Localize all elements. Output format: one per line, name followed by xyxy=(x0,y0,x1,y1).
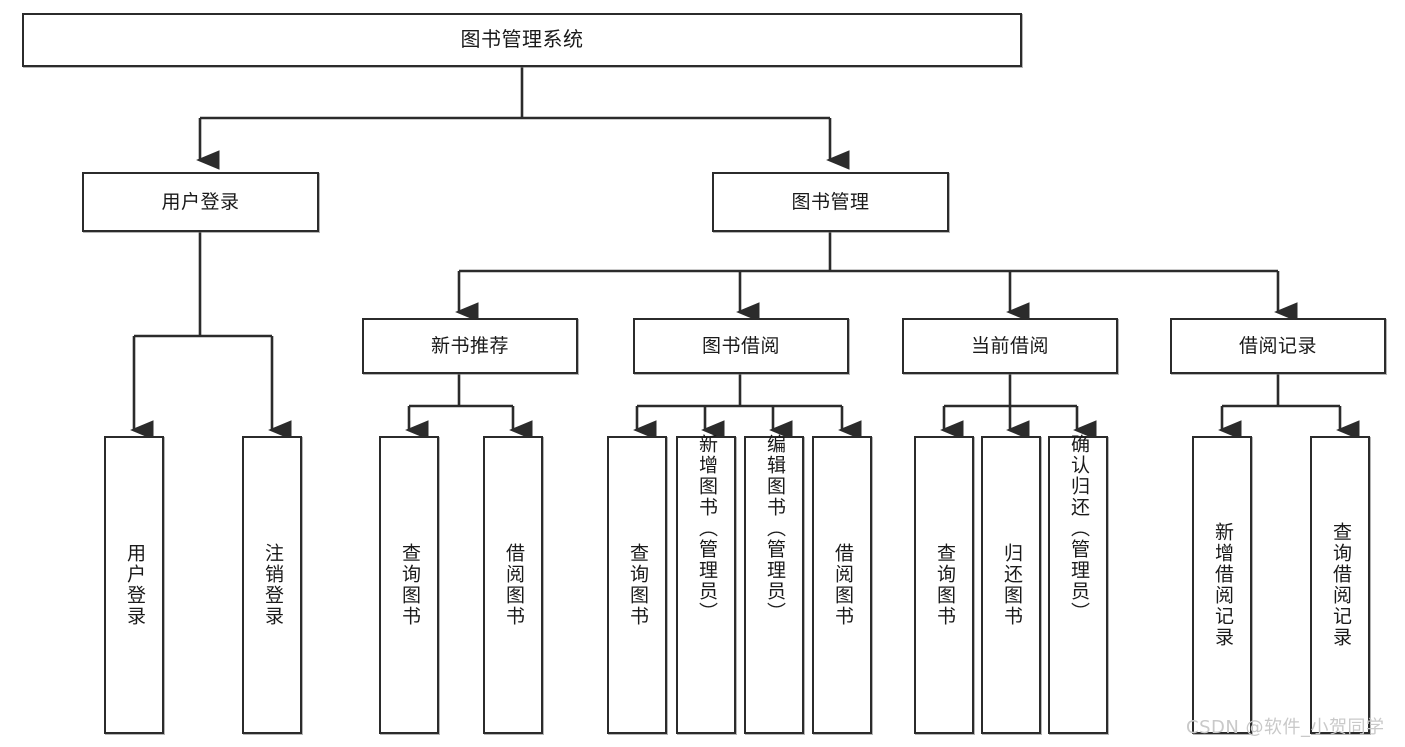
leaf-node-query-book-recommend[interactable]: 查询图书 xyxy=(379,436,439,734)
leaf-node-query-borrow-record[interactable]: 查询借阅记录 xyxy=(1310,436,1370,734)
node-label: 借阅图书 xyxy=(502,543,525,627)
leaf-node-confirm-return-admin[interactable]: 确认归还（管理员） xyxy=(1048,434,1108,734)
leaf-node-return-book[interactable]: 归还图书 xyxy=(981,436,1041,734)
node-label: 新增借阅记录 xyxy=(1211,522,1234,648)
node-label: 归还图书 xyxy=(1000,543,1023,627)
watermark-text: CSDN @软件_小贺同学 xyxy=(1186,717,1385,738)
node-borrow-record[interactable]: 借阅记录 xyxy=(1170,318,1386,374)
node-label: 注销登录 xyxy=(261,543,284,627)
leaf-node-query-book-borrow[interactable]: 查询图书 xyxy=(607,436,667,734)
node-label: 查询图书 xyxy=(626,543,649,627)
leaf-node-edit-book-admin[interactable]: 编辑图书（管理员） xyxy=(744,434,804,734)
leaf-node-user-login[interactable]: 用户登录 xyxy=(104,436,164,734)
node-root-library-system[interactable]: 图书管理系统 xyxy=(22,13,1022,67)
node-label: 查询借阅记录 xyxy=(1329,522,1352,648)
leaf-node-borrow-book-recommend[interactable]: 借阅图书 xyxy=(483,436,543,734)
node-label: 查询图书 xyxy=(398,543,421,627)
node-new-book-recommend[interactable]: 新书推荐 xyxy=(362,318,578,374)
leaf-node-query-book-current[interactable]: 查询图书 xyxy=(914,436,974,734)
node-user-login[interactable]: 用户登录 xyxy=(82,172,319,232)
node-book-management[interactable]: 图书管理 xyxy=(712,172,949,232)
node-label: 当前借阅 xyxy=(970,334,1049,357)
node-current-borrow[interactable]: 当前借阅 xyxy=(902,318,1118,374)
node-label: 图书管理 xyxy=(791,190,870,213)
node-label: 借阅图书 xyxy=(831,543,854,627)
leaf-node-logout-login[interactable]: 注销登录 xyxy=(242,436,302,734)
node-label: 确认归还（管理员） xyxy=(1067,434,1090,623)
node-label: 图书借阅 xyxy=(701,334,780,357)
node-label: 查询图书 xyxy=(933,543,956,627)
leaf-node-add-book-admin[interactable]: 新增图书（管理员） xyxy=(676,434,736,734)
node-label: 用户登录 xyxy=(123,543,146,627)
node-label: 编辑图书（管理员） xyxy=(763,434,786,623)
leaf-node-add-borrow-record[interactable]: 新增借阅记录 xyxy=(1192,436,1252,734)
node-label: 新增图书（管理员） xyxy=(695,434,718,623)
node-label: 图书管理系统 xyxy=(460,27,584,52)
node-label: 新书推荐 xyxy=(430,334,509,357)
node-label: 用户登录 xyxy=(161,190,240,213)
leaf-node-borrow-book[interactable]: 借阅图书 xyxy=(812,436,872,734)
node-book-borrow[interactable]: 图书借阅 xyxy=(633,318,849,374)
node-label: 借阅记录 xyxy=(1238,334,1317,357)
